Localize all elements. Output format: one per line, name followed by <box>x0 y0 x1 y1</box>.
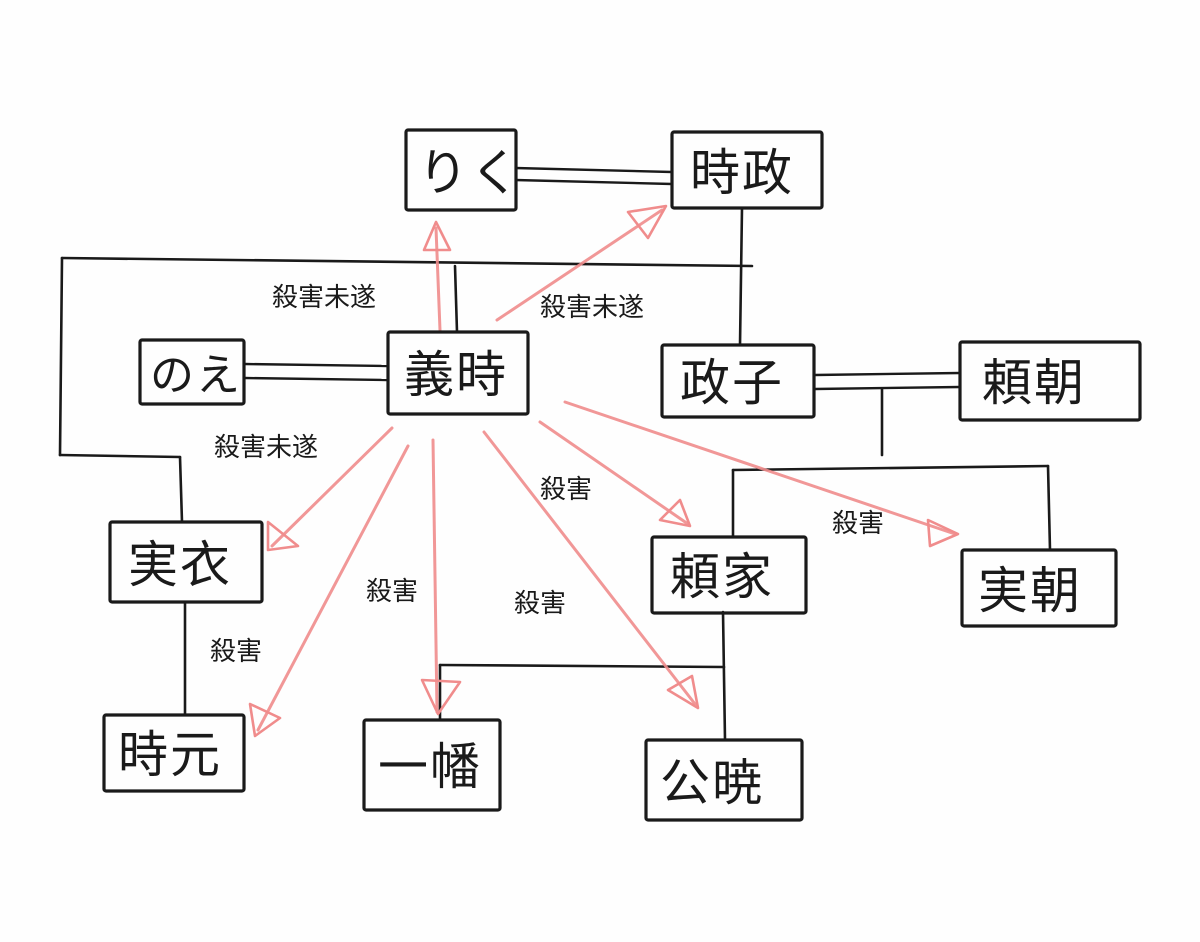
node-label-tokimoto: 時元 <box>118 726 222 784</box>
node-box-yoriie <box>650 535 808 615</box>
node-label-riku: りく <box>418 144 522 202</box>
node-box-tokimasa <box>670 130 824 210</box>
arrow-head-yoriie <box>658 498 692 528</box>
node-label-tokimasa: 時政 <box>690 144 794 202</box>
edge-label-yoriie-kill: 殺害 <box>540 475 592 505</box>
node-label-yoshitoki: 義時 <box>404 346 508 404</box>
arrow-head-ichiman <box>420 678 462 716</box>
edge-label-jitsui-attempt: 殺害未遂 <box>214 433 318 463</box>
node-yoritomo: 頼朝 <box>958 340 1142 422</box>
line-children-horizontal <box>731 464 1050 472</box>
arrow-yoshitoki-riku <box>434 226 442 332</box>
node-kugyo: 公暁 <box>644 738 804 822</box>
kill-arrows <box>248 204 960 738</box>
node-box-jitsui <box>108 520 264 604</box>
node-box-masako <box>660 343 816 419</box>
arrow-yoshitoki-jitsui <box>270 426 394 548</box>
line-to-jitsui <box>178 455 184 524</box>
node-box-yoshitoki <box>386 330 530 416</box>
edge-label-kugyo-kill: 殺害 <box>514 589 566 619</box>
edge-labels: 殺害未遂 殺害未遂 殺害未遂 殺害 殺害 殺害 殺害 殺害 <box>210 283 884 667</box>
node-box-yoritomo <box>958 340 1142 422</box>
arrow-yoshitoki-tokimasa <box>495 208 664 322</box>
node-masako: 政子 <box>660 343 816 419</box>
node-box-ichiman <box>362 718 502 812</box>
edge-label-tokimasa-attempt: 殺害未遂 <box>540 293 644 323</box>
edge-label-riku-attempt: 殺害未遂 <box>272 283 376 313</box>
node-box-kugyo <box>644 738 804 822</box>
node-label-sanetomo: 実朝 <box>978 562 1082 620</box>
arrow-yoshitoki-kugyo <box>482 430 697 706</box>
arrow-head-sanetomo <box>926 518 960 548</box>
arrow-head-tokimasa <box>626 204 668 240</box>
line-to-sanetomo <box>1046 464 1052 552</box>
arrow-yoshitoki-tokimoto <box>256 444 410 732</box>
edge-label-tokimoto-kill: 殺害 <box>210 637 262 667</box>
node-box-riku <box>404 128 518 212</box>
node-tokimasa: 時政 <box>670 130 824 210</box>
line-to-yoshitoki <box>453 264 459 334</box>
node-jitsui: 実衣 <box>108 520 264 604</box>
arrow-head-kugyo <box>666 674 700 710</box>
node-ichiman: 一幡 <box>362 718 502 812</box>
node-noe: のえ <box>138 338 246 406</box>
marriage-line-riku-tokimasa-2 <box>514 178 673 186</box>
line-top-horizontal <box>60 256 754 268</box>
node-label-jitsui: 実衣 <box>128 536 232 594</box>
arrow-head-jitsui <box>266 520 300 552</box>
arrow-yoshitoki-ichiman <box>431 438 439 714</box>
edge-label-sanetomo-kill: 殺害 <box>832 509 884 539</box>
line-tokimasa-masako <box>738 206 744 347</box>
node-label-noe: のえ <box>150 350 242 401</box>
node-yoriie: 頼家 <box>650 535 808 615</box>
marriage-line-noe-yoshitoki <box>244 362 389 368</box>
relation-lines <box>58 166 1052 742</box>
node-box-noe <box>138 338 246 406</box>
node-yoshitoki: 義時 <box>386 330 530 416</box>
marriage-line-noe-yoshitoki-2 <box>244 376 389 382</box>
node-label-ichiman: 一幡 <box>378 738 482 796</box>
node-box-sanetomo <box>960 548 1118 628</box>
node-sanetomo: 実朝 <box>960 548 1118 628</box>
line-yoriie-children <box>721 610 727 742</box>
edge-label-ichiman-kill: 殺害 <box>366 577 418 607</box>
node-label-yoriie: 頼家 <box>670 548 774 606</box>
marriage-line-riku-tokimasa <box>514 166 673 174</box>
arrow-head-riku <box>422 220 452 252</box>
line-yoriie-children-horizontal <box>438 663 726 669</box>
node-label-yoritomo: 頼朝 <box>982 354 1086 412</box>
arrow-head-tokimoto <box>248 702 282 738</box>
node-label-masako: 政子 <box>680 354 784 412</box>
marriage-line-masako-yoritomo <box>814 371 961 377</box>
arrow-yoshitoki-yoriie <box>538 420 690 526</box>
node-riku: りく <box>404 128 522 212</box>
marriage-line-masako-yoritomo-2 <box>814 385 961 391</box>
arrow-yoshitoki-sanetomo <box>563 400 957 536</box>
node-box-tokimoto <box>102 713 246 793</box>
line-left-vertical <box>58 256 64 457</box>
node-tokimoto: 時元 <box>102 713 246 793</box>
line-left-bottom <box>58 453 182 459</box>
node-label-kugyo: 公暁 <box>660 754 764 812</box>
